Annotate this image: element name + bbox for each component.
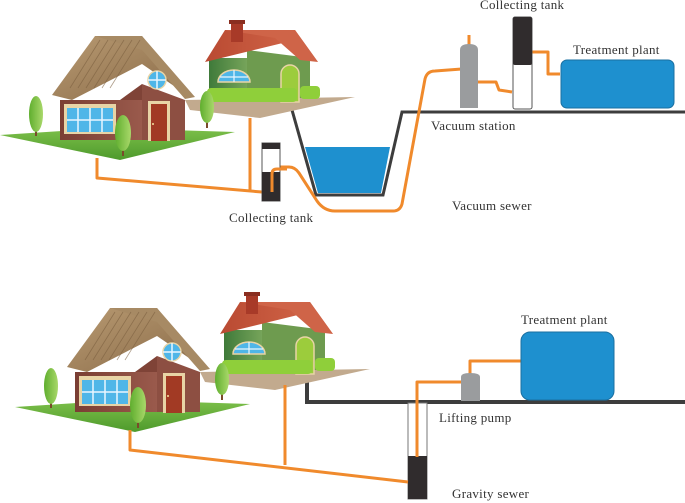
- ground-line-bottom: [305, 380, 685, 404]
- gravity-pipes: [128, 359, 521, 484]
- label-gravity-sewer: Gravity sewer: [452, 486, 530, 501]
- houses-bottom: [14, 291, 371, 433]
- vacuum-system: [0, 16, 685, 213]
- collecting-tank-left: [261, 142, 287, 202]
- label-treatment-plant-bottom: Treatment plant: [521, 312, 608, 327]
- label-collecting-tank-left: Collecting tank: [229, 210, 314, 225]
- treatment-plant-bottom: [520, 331, 615, 401]
- label-collecting-tank-top: Collecting tank: [480, 0, 565, 12]
- label-treatment-plant-top: Treatment plant: [573, 42, 660, 57]
- label-lifting-pump: Lifting pump: [439, 410, 512, 425]
- lifting-pump: [461, 373, 480, 401]
- vacuum-station-pump: [460, 44, 478, 108]
- ground-line-top: [290, 109, 685, 197]
- label-vacuum-station: Vacuum station: [431, 118, 516, 133]
- label-vacuum-sewer: Vacuum sewer: [452, 198, 532, 213]
- water-basin: [305, 147, 390, 193]
- houses-top: [0, 19, 356, 161]
- treatment-plant-top: [560, 59, 675, 109]
- gravity-system: [14, 291, 685, 500]
- collecting-tank-top: [512, 16, 533, 110]
